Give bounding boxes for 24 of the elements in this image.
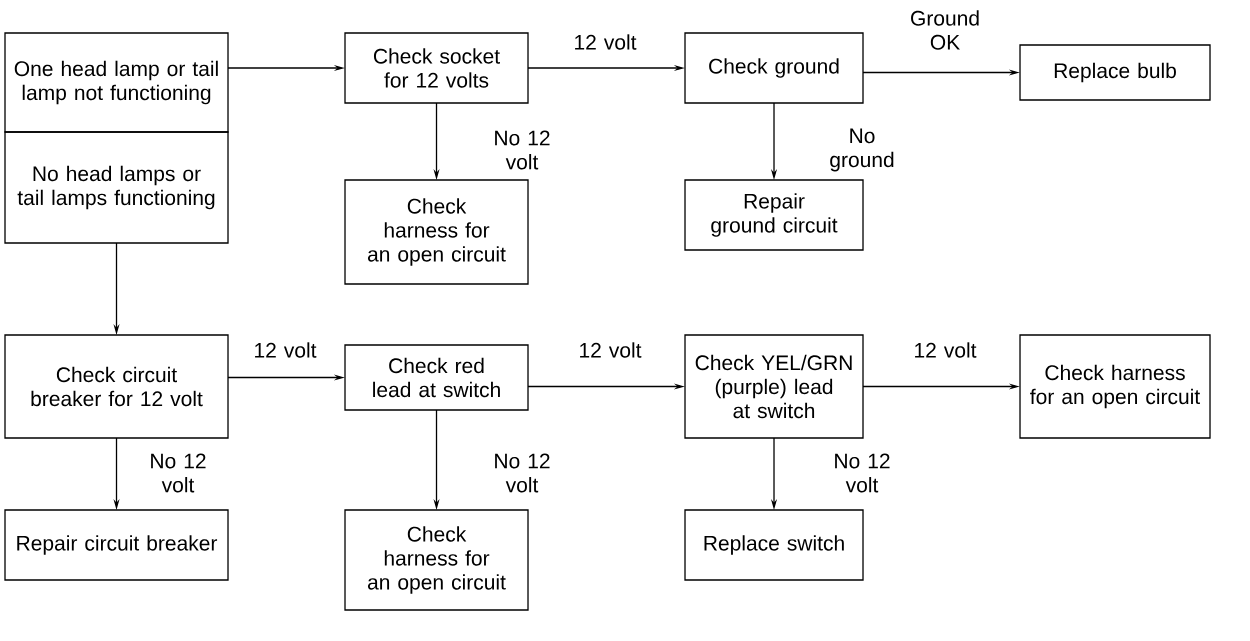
- edge-label: No 12 volt: [151, 453, 206, 493]
- process-box: Check ground: [684, 32, 864, 104]
- process-box: Check harness for an open circuit: [1019, 334, 1211, 439]
- edge-label: No 12 volt: [835, 453, 890, 493]
- edge-label: Ground OK: [911, 10, 979, 50]
- process-box: Repair ground circuit: [684, 179, 864, 251]
- edge-label: 12 volt: [580, 342, 642, 358]
- process-box: Check circuit breaker for 12 volt: [4, 334, 229, 439]
- process-box: No head lamps or tail lamps functioning: [4, 131, 229, 244]
- process-box: Check socket for 12 volts: [344, 32, 529, 104]
- edge-label: No 12 volt: [495, 453, 550, 493]
- process-box: One head lamp or tail lamp not functioning: [4, 32, 229, 133]
- edge-label: 12 volt: [915, 342, 977, 358]
- process-box: Replace switch: [684, 509, 864, 581]
- edge-label: No ground: [830, 128, 894, 172]
- process-box: Repair circuit breaker: [4, 509, 229, 581]
- edge-label: No 12 volt: [495, 130, 550, 170]
- process-box: Check YEL/GRN (purple) lead at switch: [684, 334, 864, 439]
- edge-label: 12 volt: [575, 34, 637, 50]
- edge-label: 12 volt: [255, 342, 317, 358]
- process-box: Check red lead at switch: [344, 344, 529, 411]
- process-box: Check harness for an open circuit: [344, 509, 529, 611]
- process-box: Replace bulb: [1019, 44, 1211, 101]
- process-box: Check harness for an open circuit: [344, 179, 529, 285]
